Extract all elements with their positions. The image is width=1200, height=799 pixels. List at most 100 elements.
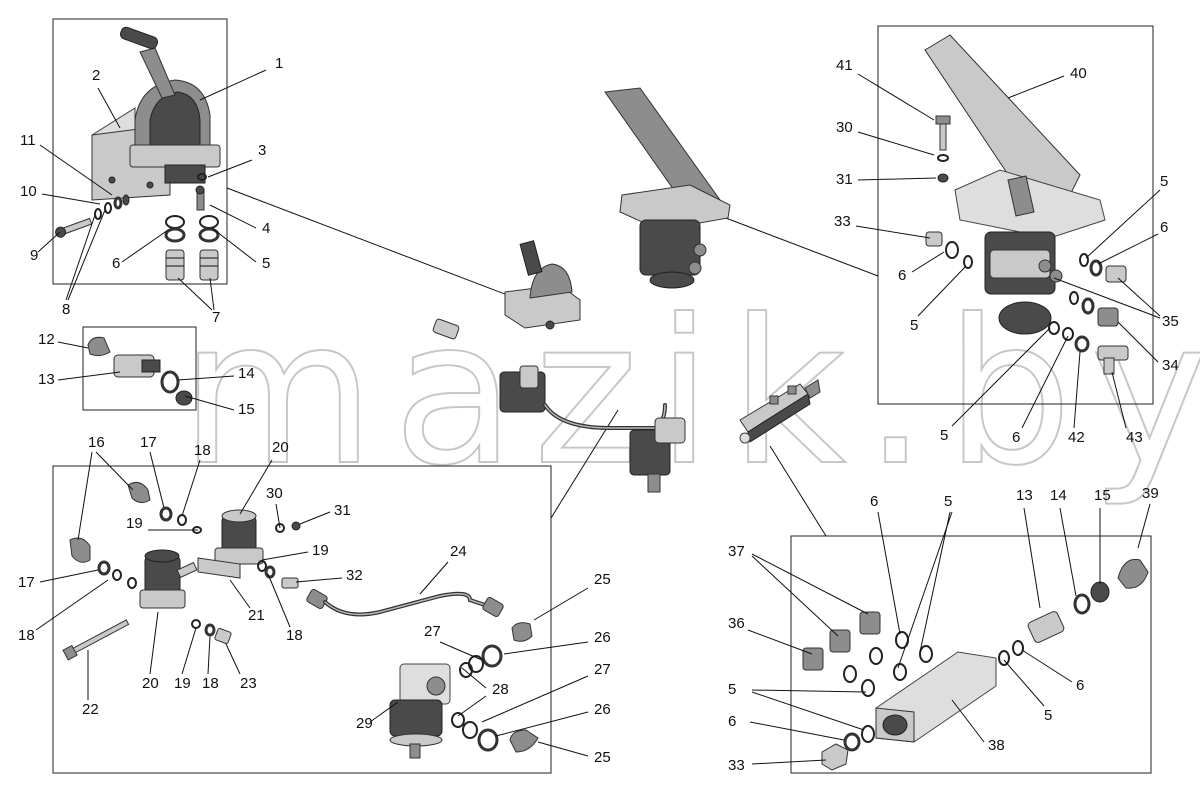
callout-number: 8 bbox=[62, 301, 70, 318]
callout-number: 6 bbox=[870, 493, 878, 510]
callout-number: 3 bbox=[258, 142, 266, 159]
leader-line bbox=[177, 375, 235, 381]
callout-number: 5 bbox=[910, 317, 918, 334]
callout-number: 5 bbox=[1044, 707, 1052, 724]
leader-line bbox=[751, 691, 865, 731]
leader-line bbox=[184, 395, 235, 411]
leader-line bbox=[1073, 351, 1081, 429]
center-hand-valve bbox=[504, 240, 581, 330]
leader-line bbox=[211, 227, 257, 263]
leader-line bbox=[95, 451, 134, 491]
callout-number: 14 bbox=[238, 365, 255, 382]
callout-number: 13 bbox=[38, 371, 55, 388]
leader-line bbox=[199, 69, 267, 101]
callout-number: 39 bbox=[1142, 485, 1159, 502]
leader-line bbox=[207, 635, 211, 675]
leader-line bbox=[149, 611, 159, 675]
leader-line bbox=[533, 587, 589, 621]
foot-valve-assembly bbox=[924, 34, 1129, 375]
callout-number: 21 bbox=[248, 607, 265, 624]
leader-line bbox=[121, 229, 169, 263]
callout-number: 7 bbox=[212, 309, 220, 326]
leader-line bbox=[1085, 189, 1161, 259]
callout-number: 30 bbox=[836, 119, 853, 136]
callout-number: 20 bbox=[142, 675, 159, 692]
leader-line bbox=[917, 265, 967, 317]
leader-line bbox=[857, 131, 935, 156]
callout-number: 42 bbox=[1068, 429, 1085, 446]
callout-number: 19 bbox=[126, 515, 143, 532]
callout-number: 5 bbox=[940, 427, 948, 444]
callout-number: 31 bbox=[334, 502, 351, 519]
callout-number: 22 bbox=[82, 701, 99, 718]
callout-number: 12 bbox=[38, 331, 55, 348]
leader-line bbox=[181, 627, 197, 675]
callout-number: 26 bbox=[594, 701, 611, 718]
leader-line bbox=[229, 579, 251, 609]
callout-number: 30 bbox=[266, 485, 283, 502]
callout-number: 18 bbox=[18, 627, 35, 644]
leader-line bbox=[57, 341, 89, 349]
center-solenoid-pipe bbox=[499, 365, 686, 493]
leader-line bbox=[97, 87, 121, 129]
leader-line bbox=[1007, 75, 1065, 99]
callout-number: 23 bbox=[240, 675, 257, 692]
leader-line bbox=[911, 251, 945, 273]
callout-number: 29 bbox=[356, 715, 373, 732]
leader-line bbox=[897, 511, 953, 669]
manifold-assembly bbox=[802, 558, 1149, 771]
leader-line bbox=[1021, 335, 1069, 429]
callout-number: 27 bbox=[424, 623, 441, 640]
leader-line bbox=[1053, 277, 1161, 319]
callout-number: 33 bbox=[834, 213, 851, 230]
leader-line bbox=[41, 193, 101, 205]
leader-line bbox=[857, 73, 935, 121]
leader-line bbox=[181, 459, 201, 517]
leader-line bbox=[877, 511, 901, 635]
leader-line bbox=[1059, 507, 1077, 597]
leader-line bbox=[495, 711, 589, 737]
leader-line bbox=[503, 641, 589, 655]
callout-number: 19 bbox=[312, 542, 329, 559]
callout-number: 33 bbox=[728, 757, 745, 774]
leader-line bbox=[751, 689, 867, 693]
callout-number: 4 bbox=[262, 220, 270, 237]
leader-line bbox=[751, 759, 827, 765]
callout-number: 5 bbox=[1160, 173, 1168, 190]
callout-number: 36 bbox=[728, 615, 745, 632]
callout-number: 35 bbox=[1162, 313, 1179, 330]
center-fitting bbox=[432, 318, 460, 340]
callout-number: 5 bbox=[728, 681, 736, 698]
callout-number: 5 bbox=[262, 255, 270, 272]
leader-line bbox=[267, 573, 291, 628]
leader-line bbox=[369, 701, 399, 723]
leader-line bbox=[77, 451, 93, 541]
leader-line bbox=[295, 577, 343, 583]
leader-line bbox=[207, 159, 253, 178]
leader-line bbox=[1021, 649, 1073, 683]
callout-number: 6 bbox=[1012, 429, 1020, 446]
callout-number: 18 bbox=[202, 675, 219, 692]
center-manifold bbox=[739, 379, 821, 444]
callout-number: 43 bbox=[1126, 429, 1143, 446]
callout-number: 28 bbox=[492, 681, 509, 698]
leader-line bbox=[65, 214, 96, 301]
leader-line bbox=[1117, 277, 1161, 317]
callout-number: 13 bbox=[1016, 487, 1033, 504]
callout-number: 6 bbox=[728, 713, 736, 730]
callout-number: 19 bbox=[174, 675, 191, 692]
callout-number: 6 bbox=[1160, 219, 1168, 236]
leader-line bbox=[1117, 321, 1159, 363]
callout-number: 18 bbox=[194, 442, 211, 459]
leader-line bbox=[439, 641, 483, 661]
leader-line bbox=[1111, 371, 1127, 429]
fitting-assembly bbox=[87, 336, 193, 406]
callout-number: 25 bbox=[594, 571, 611, 588]
leader-line bbox=[1003, 659, 1045, 707]
leader-line bbox=[149, 451, 165, 509]
leader-line bbox=[39, 569, 99, 583]
leader-line bbox=[751, 555, 839, 637]
leader-lines bbox=[35, 69, 1161, 765]
frame-hand-valve bbox=[52, 18, 228, 285]
